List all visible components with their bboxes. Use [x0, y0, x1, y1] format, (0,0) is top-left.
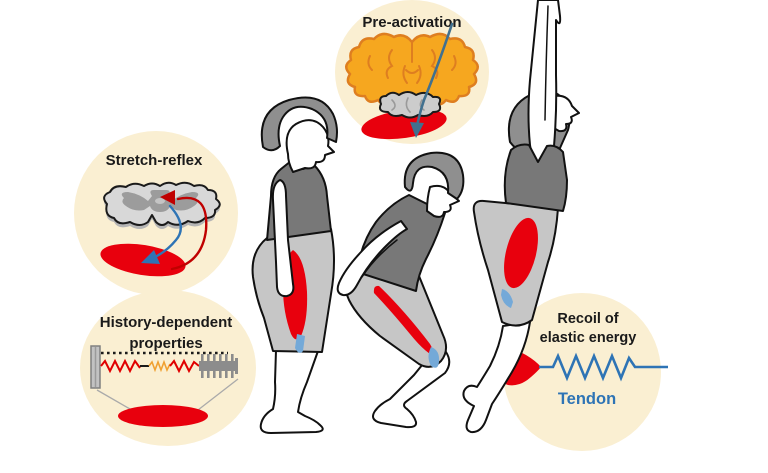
- face: [285, 119, 335, 173]
- recoil-label-line2: elastic energy: [540, 330, 637, 346]
- patellar-tendon-icon: [501, 289, 513, 308]
- tendon-label: Tendon: [558, 390, 616, 408]
- cortical-drive-arrow: [415, 22, 454, 128]
- muscle-ellipse-icon: [118, 405, 208, 427]
- cerebellum-folia-lines: [391, 97, 425, 113]
- magnifier-lines: [96, 378, 239, 411]
- tendon-spring-icon: [539, 352, 668, 382]
- arms-raised: [527, 0, 562, 164]
- central-canal-icon: [155, 198, 165, 204]
- afferent-arrow: [170, 196, 208, 271]
- tank-top: [503, 143, 568, 212]
- hair: [260, 96, 338, 152]
- callout-pre-activation: Pre-activation: [345, 14, 479, 140]
- history-label-line1: History-dependent: [100, 314, 233, 331]
- titin-zigzag-icon: [100, 358, 141, 374]
- callout-stretch-reflex: Stretch-reflex: [100, 152, 221, 277]
- myosin-filament-icon: [199, 361, 235, 371]
- second-arm-line: [361, 239, 398, 278]
- cerebellum-icon: [378, 91, 442, 119]
- callout-recoil: Recoil of elastic energy Tendon: [495, 311, 668, 408]
- second-arm-line: [544, 5, 549, 121]
- face: [426, 184, 460, 218]
- tank-top: [356, 194, 446, 292]
- arm: [336, 220, 408, 297]
- lower-leg: [462, 321, 531, 434]
- lower-leg: [372, 351, 451, 429]
- callout-history-dependent: History-dependent properties: [90, 314, 239, 427]
- figure-standing-phase: [251, 96, 338, 434]
- patellar-tendon-icon: [428, 347, 440, 368]
- cortical-drive-arrowhead-icon: [410, 122, 424, 138]
- quadriceps-muscle-icon: [373, 285, 437, 357]
- quadriceps-muscle-icon: [504, 217, 538, 289]
- titin-spring-coil-icon: [148, 359, 171, 373]
- stretch-reflex-label: Stretch-reflex: [106, 152, 203, 169]
- myosin-crossbridges: [201, 354, 238, 378]
- figure-countermovement-phase: [336, 151, 465, 429]
- hair: [403, 151, 465, 200]
- pre-activation-label: Pre-activation: [362, 14, 461, 31]
- brain-gyri-lines: [367, 41, 457, 84]
- figure-jump-phase: [462, 0, 580, 434]
- lower-leg: [259, 349, 324, 434]
- efferent-arrowhead-icon: [141, 250, 160, 264]
- recoil-label-line1: Recoil of: [557, 311, 618, 327]
- patellar-tendon-icon: [295, 334, 305, 353]
- history-label-line2: properties: [129, 335, 202, 352]
- titin-zigzag2-icon: [169, 358, 200, 374]
- efferent-arrow: [153, 204, 182, 259]
- afferent-arrowhead-icon: [160, 190, 175, 205]
- arm: [271, 179, 295, 298]
- sarcomere-titin-filament-icon: [90, 345, 238, 389]
